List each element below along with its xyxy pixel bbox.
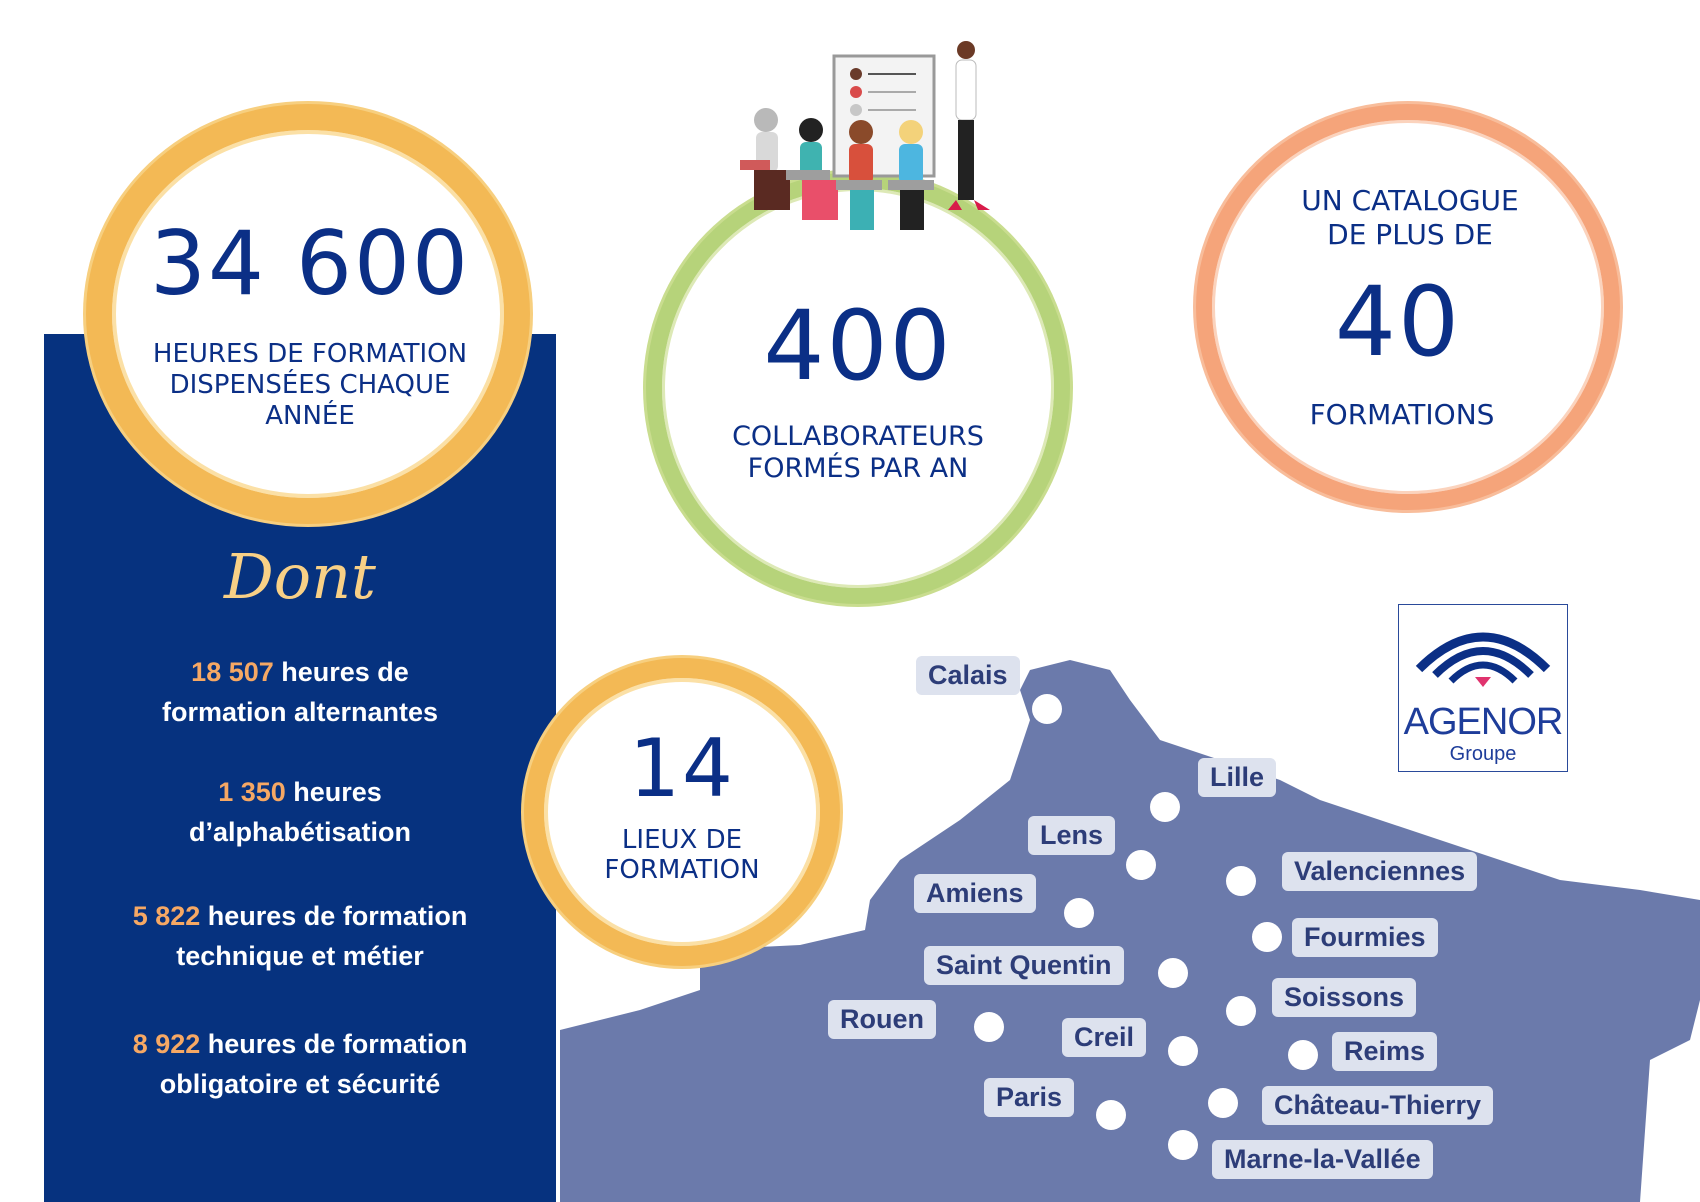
city-dot [1126, 850, 1156, 880]
dont-label: Dont [224, 540, 376, 613]
agenor-logo: AGENOR Groupe [1398, 604, 1568, 772]
hours-number: 34 600 [150, 212, 470, 315]
city-label-chateau-thierry: Château-Thierry [1262, 1086, 1494, 1125]
breakdown-value: 5 822 [132, 901, 201, 931]
city-dot [1064, 898, 1094, 928]
city-label-lille: Lille [1198, 758, 1277, 797]
breakdown-text: heures de formation [200, 901, 468, 931]
city-dot [1168, 1036, 1198, 1066]
city-label-valenciennes: Valenciennes [1282, 852, 1478, 891]
city-label-saint-quentin: Saint Quentin [924, 946, 1124, 985]
places-number: 14 [629, 722, 735, 815]
city-label-lens: Lens [1028, 816, 1116, 855]
catalogue-bottom: FORMATIONS [1309, 398, 1495, 431]
breakdown-value: 18 507 [191, 657, 274, 687]
catalogue-top-1: UN CATALOGUE [1301, 184, 1519, 217]
breakdown-text: formation alternantes [161, 697, 439, 727]
city-dot [1150, 792, 1180, 822]
breakdown-item: 5 822 heures de formation technique et m… [44, 896, 556, 976]
breakdown-text: obligatoire et sécurité [159, 1069, 441, 1099]
hours-caption-3: ANNÉE [265, 401, 355, 431]
city-dot [1158, 958, 1188, 988]
city-dot [1168, 1130, 1198, 1160]
city-label-amiens: Amiens [914, 874, 1036, 913]
breakdown-text: heures de [273, 657, 409, 687]
breakdown-item: 1 350 heures d’alphabétisation [44, 772, 556, 852]
places-caption-1: LIEUX DE [621, 825, 743, 855]
breakdown-item: 18 507 heures de formation alternantes [44, 652, 556, 732]
city-dot [1288, 1040, 1318, 1070]
catalogue-top-2: DE PLUS DE [1327, 218, 1493, 251]
hours-caption-1: HEURES DE FORMATION [152, 339, 468, 369]
catalogue-number: 40 [1334, 266, 1462, 378]
city-dot [1252, 922, 1282, 952]
places-caption-2: FORMATION [604, 855, 760, 885]
city-label-paris: Paris [984, 1078, 1075, 1117]
city-dot [1096, 1100, 1126, 1130]
city-dot [1208, 1088, 1238, 1118]
city-label-fourmies: Fourmies [1292, 918, 1438, 957]
classroom-training-icon [740, 41, 990, 230]
city-label-creil: Creil [1062, 1018, 1147, 1057]
city-dot [1032, 694, 1062, 724]
employees-caption-1: COLLABORATEURS [732, 421, 984, 452]
breakdown-value: 8 922 [132, 1029, 201, 1059]
logo-name: AGENOR [1403, 701, 1564, 743]
city-label-rouen: Rouen [828, 1000, 936, 1039]
city-label-soissons: Soissons [1272, 978, 1417, 1017]
breakdown-value: 1 350 [218, 777, 286, 807]
city-dot [1226, 996, 1256, 1026]
breakdown-text: heures de formation [200, 1029, 468, 1059]
city-dot [1226, 866, 1256, 896]
hours-caption-2: DISPENSÉES CHAQUE [169, 370, 451, 400]
agenor-logo-mark [1415, 632, 1551, 687]
employees-number: 400 [763, 290, 953, 402]
breakdown-text: heures [285, 777, 382, 807]
logo-sub: Groupe [1449, 743, 1517, 765]
breakdown-item: 8 922 heures de formation obligatoire et… [44, 1024, 556, 1104]
city-label-marne-la-vallee: Marne-la-Vallée [1212, 1140, 1433, 1179]
city-label-reims: Reims [1332, 1032, 1438, 1071]
employees-caption-2: FORMÉS PAR AN [747, 453, 969, 484]
city-label-calais: Calais [916, 656, 1020, 695]
city-dot [974, 1012, 1004, 1042]
breakdown-text: d’alphabétisation [188, 817, 412, 847]
breakdown-text: technique et métier [176, 941, 424, 971]
